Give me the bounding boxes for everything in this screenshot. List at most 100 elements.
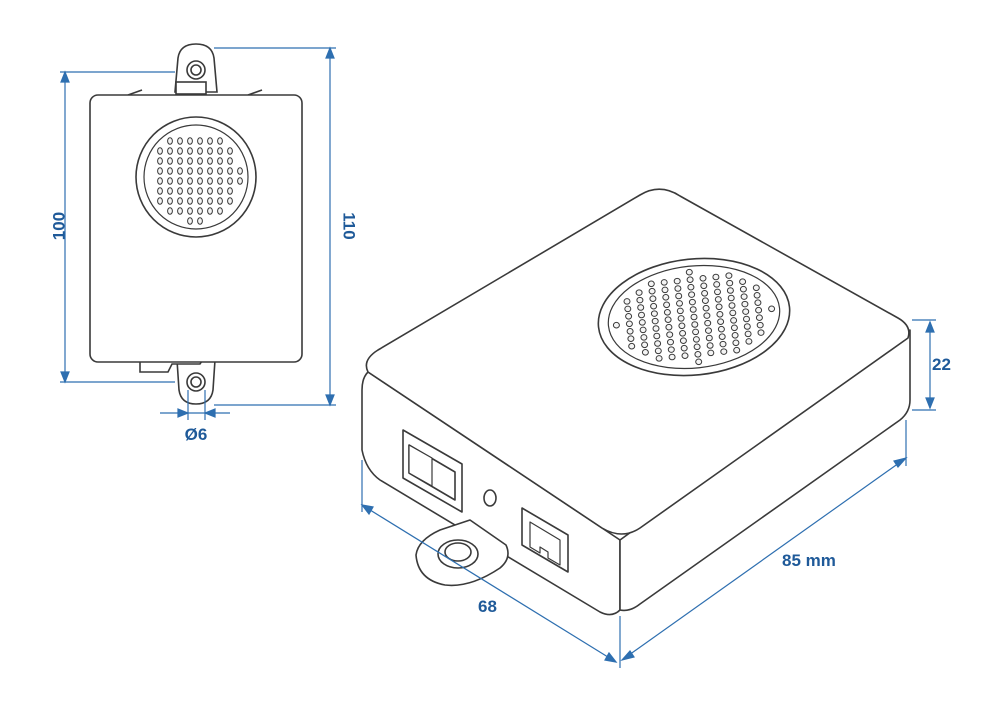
grille-hole bbox=[745, 338, 753, 345]
grille-hole bbox=[627, 335, 635, 342]
grille-hole bbox=[157, 187, 163, 195]
grille-hole bbox=[650, 302, 658, 310]
grille-hole bbox=[689, 306, 697, 313]
grille-hole bbox=[187, 157, 193, 165]
grille-hole bbox=[730, 317, 738, 324]
grille-hole bbox=[177, 187, 183, 195]
grille-hole bbox=[705, 334, 713, 342]
grille-hole bbox=[217, 177, 223, 185]
grille-hole bbox=[167, 137, 173, 145]
grille-hole bbox=[187, 207, 193, 215]
grille-hole bbox=[673, 277, 681, 285]
grille-hole bbox=[674, 285, 682, 292]
grille-hole bbox=[688, 298, 696, 306]
grille-hole bbox=[639, 326, 647, 334]
grille-hole bbox=[768, 305, 776, 313]
grille-hole bbox=[753, 292, 761, 299]
grille-hole bbox=[197, 177, 203, 185]
grille-hole bbox=[157, 147, 163, 155]
grille-hole bbox=[739, 285, 747, 293]
top-tab-clip bbox=[175, 81, 207, 95]
grille-hole bbox=[197, 207, 203, 215]
grille-hole bbox=[623, 298, 631, 305]
iso-grille-holes bbox=[612, 268, 776, 366]
grille-hole bbox=[699, 275, 707, 282]
grille-hole bbox=[635, 289, 643, 296]
grille-hole bbox=[197, 197, 203, 205]
grille-hole bbox=[719, 340, 727, 348]
grille-hole bbox=[177, 177, 183, 185]
dim-total-height: 110 bbox=[340, 212, 359, 239]
grille-hole bbox=[197, 147, 203, 155]
grille-hole bbox=[695, 358, 703, 366]
grille-hole bbox=[732, 339, 740, 347]
iso-side-face bbox=[619, 329, 911, 612]
grille-hole bbox=[668, 353, 676, 361]
isometric-view bbox=[361, 188, 911, 616]
front-speaker-grille-inner bbox=[143, 124, 249, 230]
grille-hole bbox=[663, 309, 671, 316]
grille-hole bbox=[638, 319, 646, 326]
grille-hole bbox=[207, 147, 213, 155]
dim-hole-diameter: Ø6 bbox=[185, 425, 208, 444]
grille-hole bbox=[227, 167, 233, 175]
grille-hole bbox=[678, 322, 686, 330]
grille-hole bbox=[227, 187, 233, 195]
grille-hole bbox=[755, 306, 763, 314]
grille-hole bbox=[662, 294, 670, 301]
grille-hole bbox=[676, 307, 684, 315]
dim-front-height: 100 bbox=[49, 212, 68, 240]
grille-hole bbox=[207, 197, 213, 205]
grille-hole bbox=[730, 324, 738, 332]
grille-hole bbox=[717, 325, 725, 333]
grille-hole bbox=[612, 321, 620, 329]
grille-hole bbox=[625, 320, 633, 328]
grille-hole bbox=[707, 349, 715, 357]
grille-hole bbox=[685, 268, 693, 276]
grille-hole bbox=[157, 197, 163, 205]
grille-hole bbox=[652, 325, 660, 332]
grille-hole bbox=[701, 290, 709, 297]
grille-hole bbox=[167, 157, 173, 165]
grille-hole bbox=[679, 330, 687, 337]
grille-hole bbox=[227, 177, 233, 185]
grille-hole bbox=[167, 167, 173, 175]
grille-hole bbox=[654, 347, 662, 355]
grille-hole bbox=[743, 323, 751, 330]
grille-hole bbox=[641, 349, 649, 356]
grille-hole bbox=[729, 309, 737, 317]
grille-hole bbox=[197, 157, 203, 165]
grille-hole bbox=[651, 317, 659, 325]
front-dimensions bbox=[60, 46, 336, 420]
grille-hole bbox=[167, 177, 173, 185]
grille-hole bbox=[744, 330, 752, 338]
grille-hole bbox=[712, 273, 720, 281]
rj-connector-slot bbox=[529, 521, 561, 566]
grille-hole bbox=[227, 157, 233, 165]
grille-hole bbox=[227, 147, 233, 155]
grille-hole bbox=[661, 286, 669, 294]
grille-hole bbox=[187, 167, 193, 175]
grille-hole bbox=[197, 167, 203, 175]
grille-hole bbox=[207, 177, 213, 185]
led-indicator bbox=[483, 489, 497, 507]
grille-hole bbox=[207, 187, 213, 195]
grille-hole bbox=[217, 147, 223, 155]
grille-hole bbox=[726, 279, 734, 287]
iso-dimensions bbox=[360, 319, 936, 668]
grille-hole bbox=[679, 337, 687, 344]
rocker-switch-pressed-half bbox=[408, 444, 433, 487]
grille-hole bbox=[207, 207, 213, 215]
grille-hole bbox=[693, 343, 701, 351]
grille-hole bbox=[700, 282, 708, 290]
grille-hole bbox=[692, 328, 700, 336]
grille-hole bbox=[167, 147, 173, 155]
grille-hole bbox=[177, 157, 183, 165]
grille-hole bbox=[726, 287, 734, 294]
grille-hole bbox=[664, 316, 672, 323]
grille-hole bbox=[641, 341, 649, 349]
bottom-mounting-hole-inner bbox=[190, 376, 202, 388]
grille-hole bbox=[626, 328, 634, 335]
grille-hole bbox=[197, 187, 203, 195]
grille-hole bbox=[177, 147, 183, 155]
